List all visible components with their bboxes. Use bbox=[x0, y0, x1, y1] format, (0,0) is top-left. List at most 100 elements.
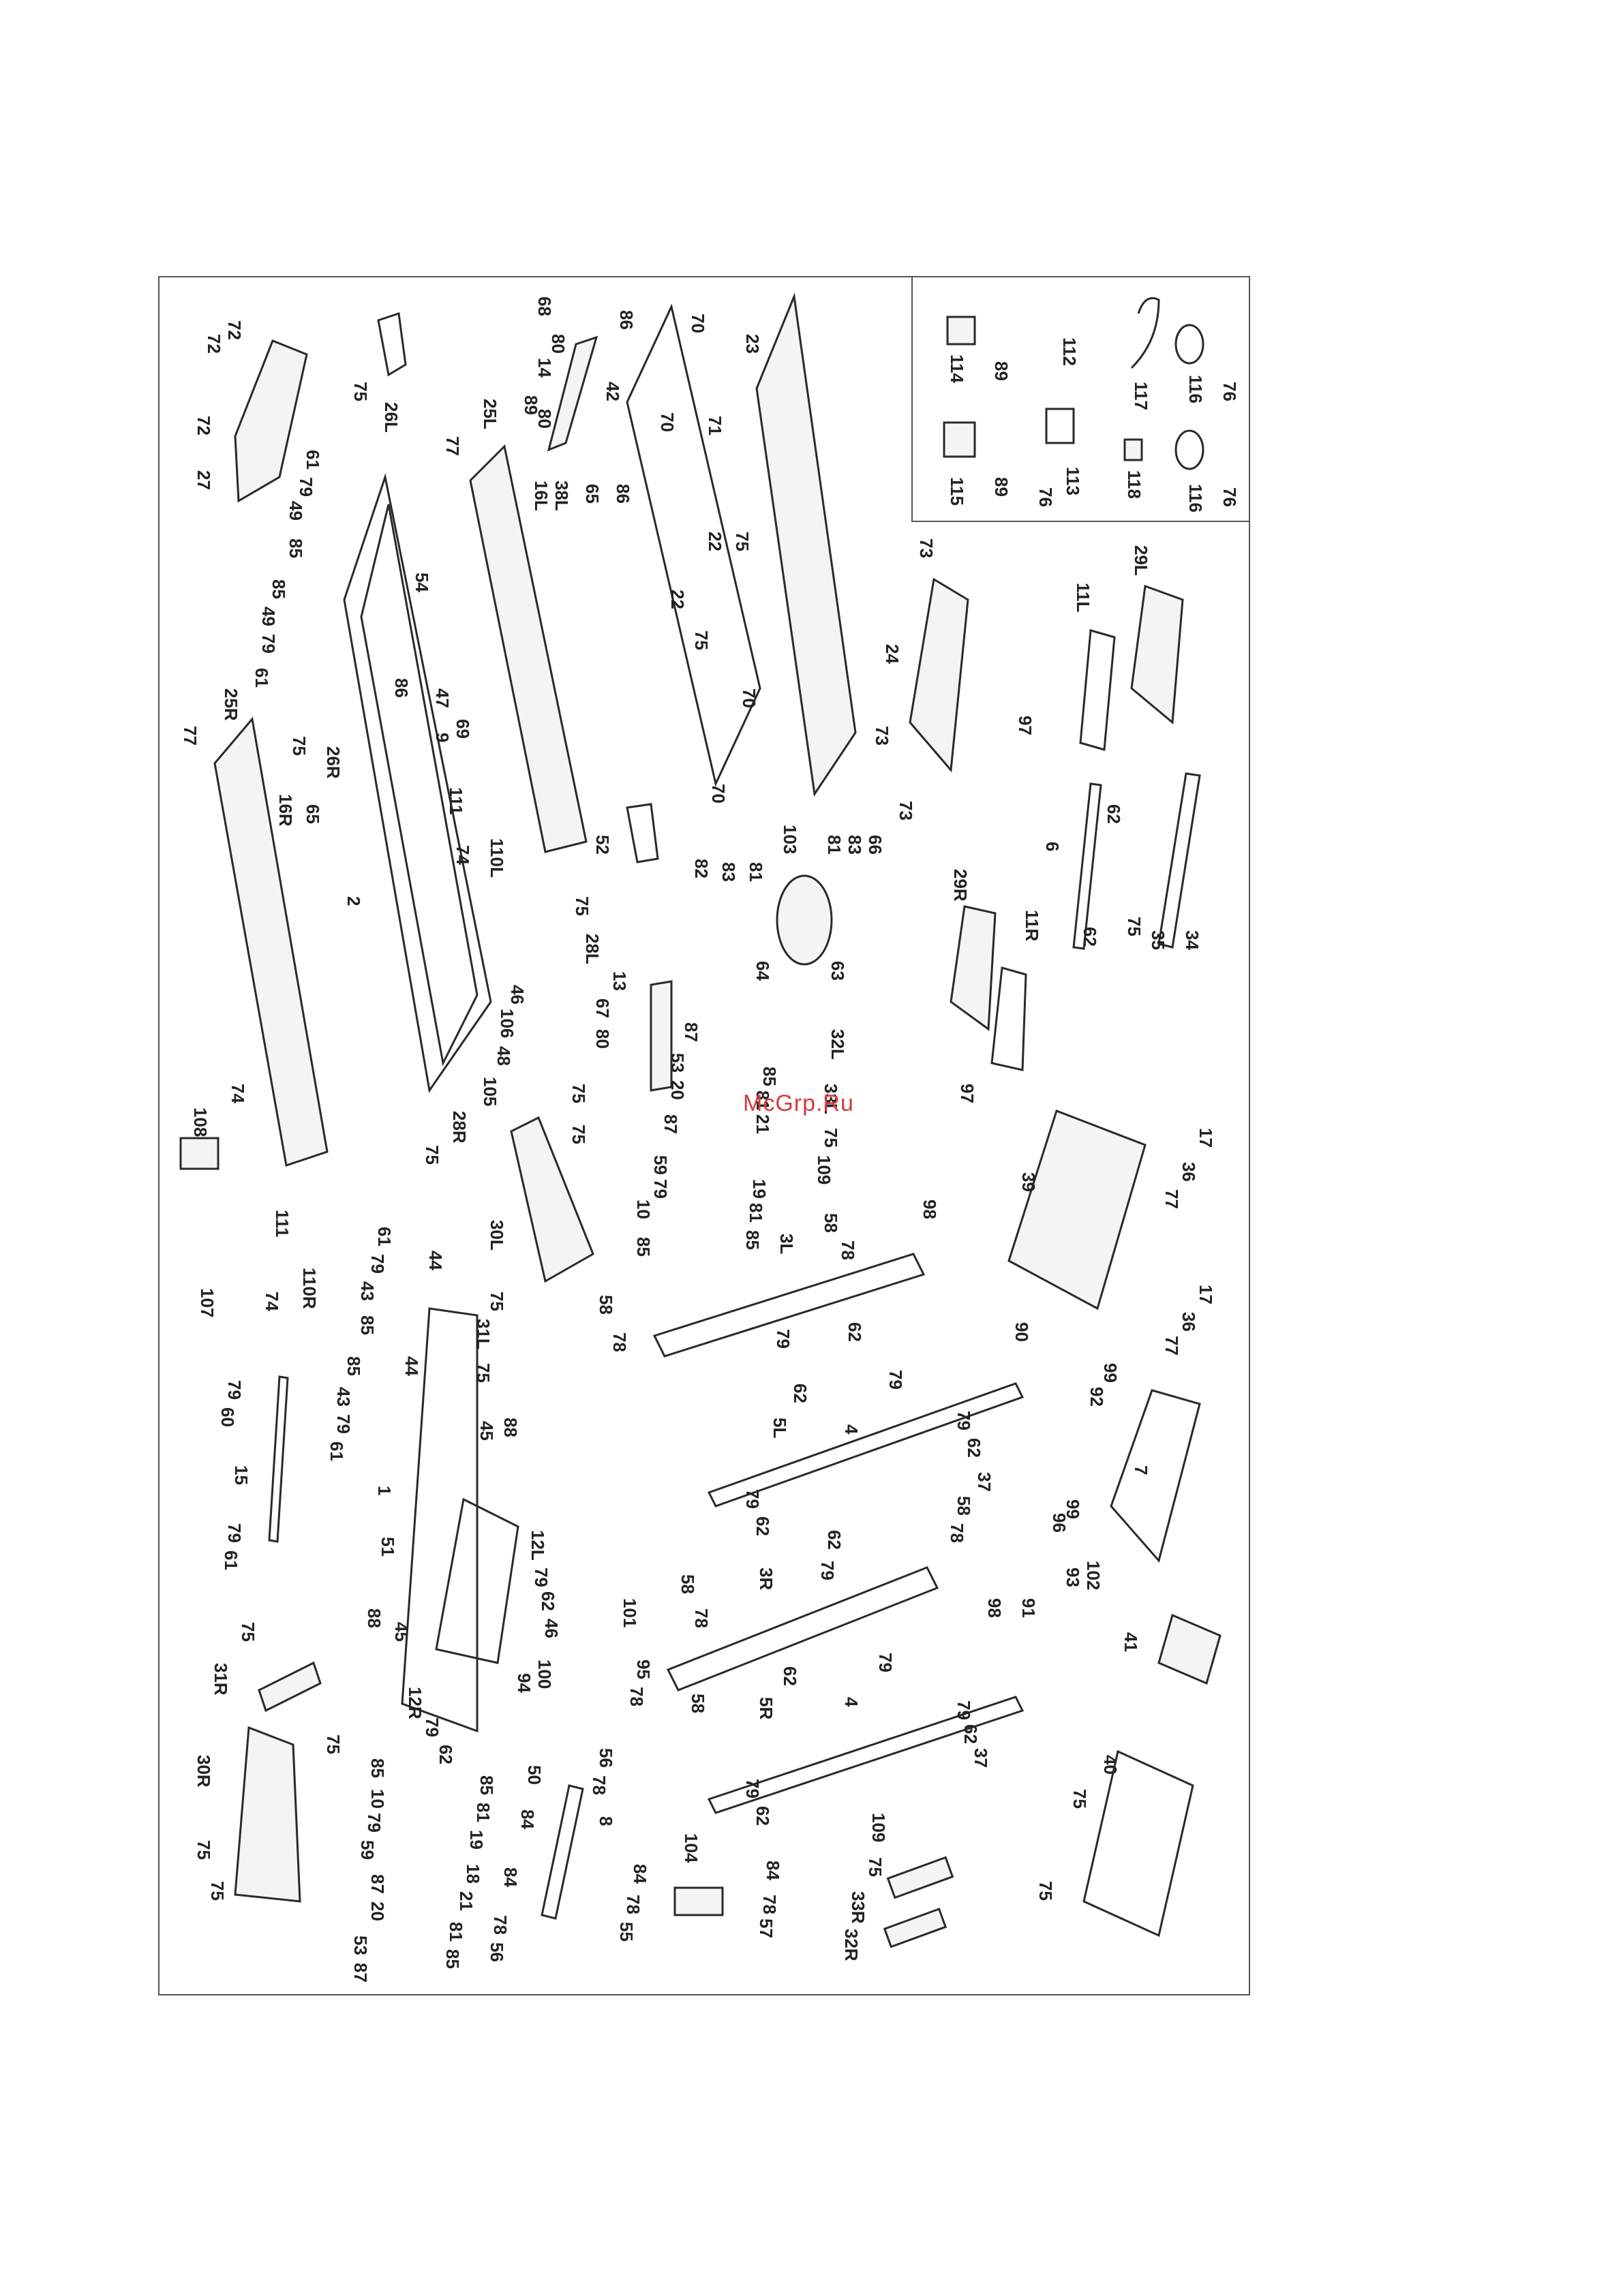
label-99: 99 bbox=[1100, 1363, 1121, 1383]
label-73: 73 bbox=[916, 538, 937, 558]
part-11L-upright-cover bbox=[1079, 629, 1116, 751]
label-75: 75 bbox=[207, 1881, 228, 1901]
label-75: 75 bbox=[568, 1124, 589, 1144]
part-30L-cover bbox=[510, 1116, 594, 1283]
label-74: 74 bbox=[453, 845, 473, 865]
label-75: 75 bbox=[1070, 1789, 1090, 1809]
label-77: 77 bbox=[180, 726, 200, 746]
label-61: 61 bbox=[303, 450, 323, 470]
label-78: 78 bbox=[691, 1608, 712, 1628]
accessory-inset-box bbox=[911, 276, 1250, 522]
label-82: 82 bbox=[691, 859, 712, 878]
label-80: 80 bbox=[592, 1029, 613, 1049]
label-78: 78 bbox=[609, 1332, 630, 1352]
label-90: 90 bbox=[1012, 1322, 1032, 1342]
label-97: 97 bbox=[1015, 716, 1035, 735]
part-104-mount bbox=[673, 1886, 724, 1916]
part-32R-plate bbox=[883, 1908, 947, 1948]
label-62: 62 bbox=[964, 1438, 984, 1458]
label-23: 23 bbox=[742, 334, 763, 354]
label-98: 98 bbox=[984, 1598, 1005, 1618]
label-84: 84 bbox=[763, 1861, 783, 1880]
label-103: 103 bbox=[780, 825, 800, 854]
label-75: 75 bbox=[821, 1128, 841, 1148]
label-94: 94 bbox=[514, 1673, 534, 1693]
label-87: 87 bbox=[367, 1874, 388, 1894]
label-35: 35 bbox=[1148, 930, 1168, 950]
watermark-text: McGrp.Ru bbox=[743, 1090, 854, 1116]
label-30R: 30R bbox=[194, 1755, 214, 1788]
label-109: 109 bbox=[814, 1155, 834, 1184]
label-62: 62 bbox=[1080, 927, 1100, 947]
label-12L: 12L bbox=[528, 1530, 548, 1561]
label-54: 54 bbox=[412, 572, 432, 592]
label-85: 85 bbox=[759, 1067, 780, 1086]
label-3L: 3L bbox=[776, 1234, 797, 1254]
label-6: 6 bbox=[1042, 842, 1063, 851]
label-62: 62 bbox=[753, 1516, 773, 1536]
label-72: 72 bbox=[204, 334, 224, 354]
label-104: 104 bbox=[681, 1833, 701, 1863]
label-12R: 12R bbox=[405, 1687, 425, 1719]
label-74: 74 bbox=[262, 1291, 282, 1311]
label-72: 72 bbox=[194, 416, 214, 435]
label-114: 114 bbox=[947, 354, 967, 383]
part-6-bar bbox=[1072, 782, 1102, 950]
label-21: 21 bbox=[753, 1114, 773, 1134]
label-15: 15 bbox=[231, 1465, 252, 1485]
label-53: 53 bbox=[667, 1053, 688, 1073]
label-58: 58 bbox=[596, 1295, 616, 1315]
label-81: 81 bbox=[446, 1922, 466, 1942]
part-115-block bbox=[943, 421, 976, 458]
label-76: 76 bbox=[1035, 487, 1056, 507]
label-24: 24 bbox=[882, 644, 902, 664]
label-5L: 5L bbox=[770, 1418, 790, 1438]
part-7-upright bbox=[1110, 1389, 1201, 1563]
label-61: 61 bbox=[252, 668, 272, 688]
label-79: 79 bbox=[954, 1700, 974, 1720]
label-78: 78 bbox=[623, 1895, 643, 1914]
label-77: 77 bbox=[1162, 1189, 1182, 1209]
label-40: 40 bbox=[1100, 1755, 1121, 1775]
part-1-upright bbox=[435, 1497, 519, 1664]
label-18: 18 bbox=[463, 1864, 483, 1884]
label-75: 75 bbox=[1124, 917, 1144, 936]
label-80: 80 bbox=[534, 409, 555, 429]
label-61: 61 bbox=[374, 1227, 395, 1246]
label-59: 59 bbox=[650, 1155, 671, 1175]
label-3R: 3R bbox=[756, 1567, 776, 1590]
label-106: 106 bbox=[497, 1009, 517, 1038]
label-75: 75 bbox=[422, 1145, 442, 1165]
label-20: 20 bbox=[367, 1901, 388, 1921]
part-1-base-frame bbox=[401, 1307, 479, 1733]
label-81: 81 bbox=[473, 1803, 494, 1822]
label-76: 76 bbox=[1219, 487, 1240, 507]
label-80: 80 bbox=[548, 334, 568, 354]
part-31R-plate bbox=[258, 1661, 322, 1713]
label-78: 78 bbox=[947, 1523, 967, 1543]
label-25L: 25L bbox=[480, 399, 500, 429]
label-79: 79 bbox=[531, 1567, 551, 1587]
part-116-ring-bottom bbox=[1174, 429, 1204, 470]
label-78: 78 bbox=[490, 1915, 511, 1935]
part-42-deck bbox=[626, 303, 761, 787]
label-50: 50 bbox=[524, 1765, 545, 1785]
part-27-handrail bbox=[234, 339, 308, 503]
label-81: 81 bbox=[746, 862, 766, 882]
label-78: 78 bbox=[626, 1687, 647, 1706]
label-58: 58 bbox=[821, 1213, 841, 1233]
label-33L: 33L bbox=[821, 1084, 841, 1114]
label-75: 75 bbox=[487, 1291, 507, 1311]
part-29R-cover bbox=[950, 905, 997, 1031]
label-11R: 11R bbox=[1022, 910, 1042, 941]
label-58: 58 bbox=[688, 1694, 708, 1713]
label-7: 7 bbox=[1131, 1465, 1151, 1475]
label-63: 63 bbox=[828, 961, 848, 981]
label-62: 62 bbox=[753, 1806, 773, 1826]
label-49: 49 bbox=[286, 501, 306, 521]
label-83: 83 bbox=[845, 835, 865, 855]
label-21: 21 bbox=[456, 1891, 476, 1911]
label-75: 75 bbox=[194, 1840, 214, 1860]
label-59: 59 bbox=[357, 1840, 378, 1860]
label-43: 43 bbox=[357, 1281, 378, 1301]
